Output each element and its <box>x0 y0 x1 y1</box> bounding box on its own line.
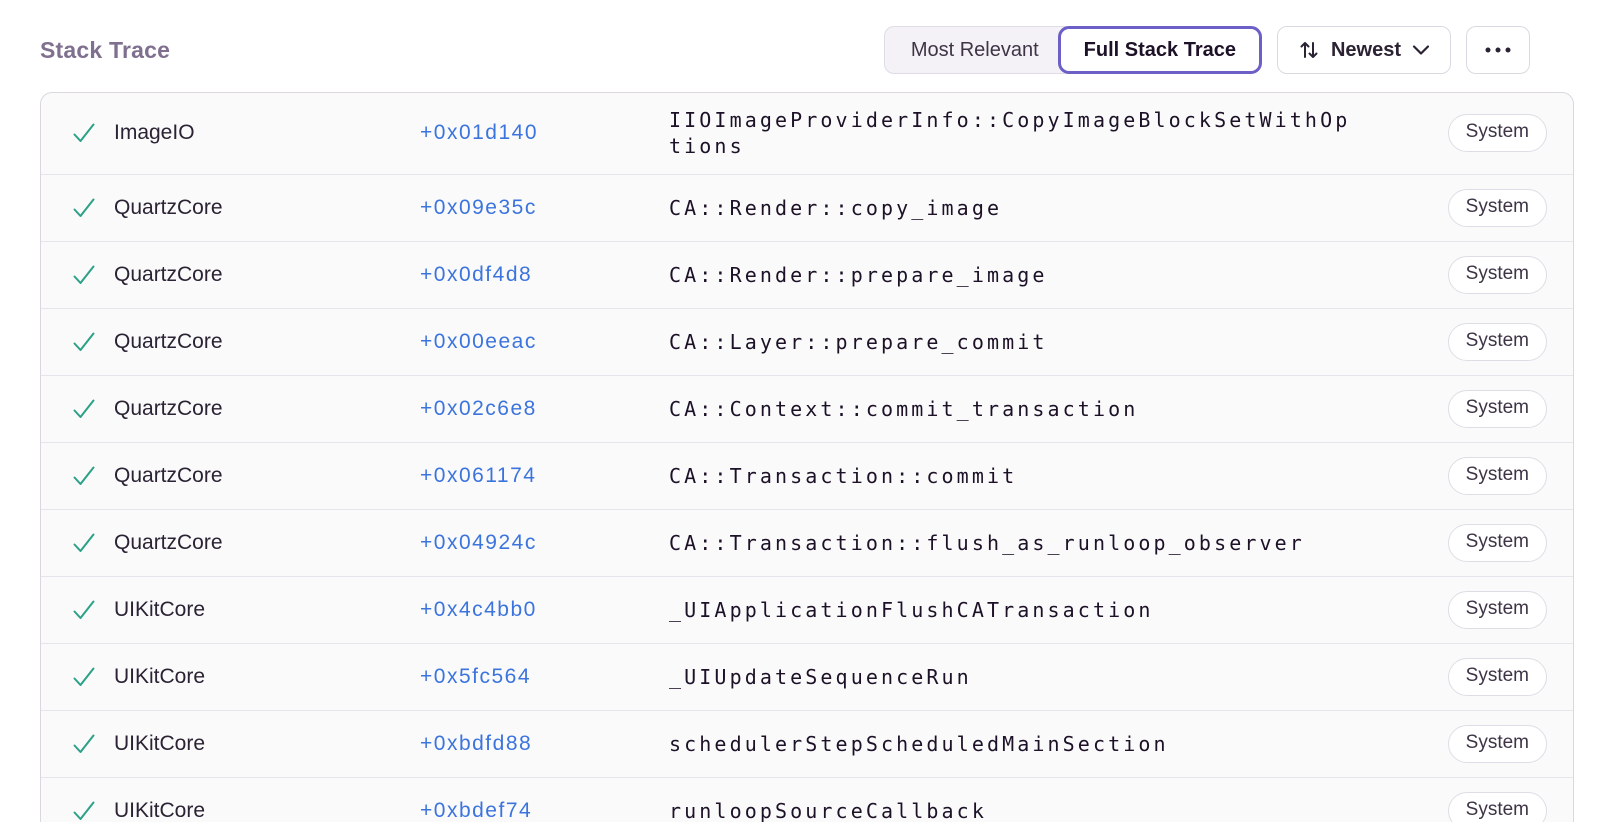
check-icon <box>71 120 97 146</box>
stack-frame-row[interactable]: QuartzCore +0x02c6e8 CA::Context::commit… <box>41 374 1573 442</box>
system-badge: System <box>1447 791 1547 822</box>
sort-newest-button[interactable]: Newest <box>1276 26 1451 74</box>
system-badge: System <box>1447 188 1547 227</box>
frame-address-link[interactable]: +0x01d140 <box>420 121 539 145</box>
frame-module: UIKitCore <box>114 664 206 688</box>
frame-function: CA::Context::commit_transaction <box>669 396 1139 421</box>
sort-arrows-icon <box>1298 39 1320 61</box>
trace-view-toggle: Most Relevant Full Stack Trace <box>883 26 1262 74</box>
check-icon <box>71 329 97 355</box>
frame-function: CA::Layer::prepare_commit <box>669 329 1048 354</box>
header-controls: Most Relevant Full Stack Trace Newest <box>883 26 1530 74</box>
toggle-most-relevant-button[interactable]: Most Relevant <box>883 26 1080 74</box>
toggle-full-stack-trace-button[interactable]: Full Stack Trace <box>1057 26 1262 74</box>
frame-address-link[interactable]: +0x0df4d8 <box>420 262 533 286</box>
system-badge: System <box>1447 389 1547 428</box>
system-badge: System <box>1447 590 1547 629</box>
sort-label: Newest <box>1330 38 1401 61</box>
frame-address-link[interactable]: +0xbdfd88 <box>420 731 533 755</box>
system-badge: System <box>1447 322 1547 361</box>
frame-module: UIKitCore <box>114 597 206 621</box>
check-icon <box>71 463 97 489</box>
stack-frame-row[interactable]: UIKitCore +0xbdfd88 schedulerStepSchedul… <box>41 709 1573 777</box>
frame-module: ImageIO <box>114 121 195 145</box>
page-title: Stack Trace <box>40 36 171 63</box>
check-icon <box>71 195 97 221</box>
frame-address-link[interactable]: +0x061174 <box>420 463 537 487</box>
stack-frame-row[interactable]: UIKitCore +0xbdef74 runloopSourceCallbac… <box>41 776 1573 822</box>
system-badge: System <box>1447 114 1547 153</box>
stack-trace-panel: ImageIO +0x01d140 IIOImageProviderInfo::… <box>40 92 1574 822</box>
check-icon <box>71 798 97 822</box>
frame-function: _UIUpdateSequenceRun <box>669 664 972 689</box>
frame-module: QuartzCore <box>114 530 223 554</box>
system-badge: System <box>1447 724 1547 763</box>
stack-trace-section: Stack Trace Most Relevant Full Stack Tra… <box>0 26 1614 822</box>
frame-address-link[interactable]: +0x4c4bb0 <box>420 597 537 621</box>
frame-address-link[interactable]: +0xbdef74 <box>420 798 533 822</box>
stack-frame-row[interactable]: ImageIO +0x01d140 IIOImageProviderInfo::… <box>41 93 1573 174</box>
frame-module: QuartzCore <box>114 195 223 219</box>
frame-address-link[interactable]: +0x09e35c <box>420 195 537 219</box>
stack-frame-row[interactable]: QuartzCore +0x04924c CA::Transaction::fl… <box>41 508 1573 576</box>
frame-function: _UIApplicationFlushCATransaction <box>669 597 1154 622</box>
check-icon <box>71 396 97 422</box>
frame-module: QuartzCore <box>114 396 223 420</box>
check-icon <box>71 262 97 288</box>
frame-module: UIKitCore <box>114 731 206 755</box>
frame-function: runloopSourceCallback <box>669 798 987 822</box>
frame-function: schedulerStepScheduledMainSection <box>669 731 1169 756</box>
stack-trace-header: Stack Trace Most Relevant Full Stack Tra… <box>40 26 1574 74</box>
frame-function: CA::Render::prepare_image <box>669 262 1048 287</box>
stack-frame-row[interactable]: QuartzCore +0x00eeac CA::Layer::prepare_… <box>41 307 1573 375</box>
stack-frame-row[interactable]: UIKitCore +0x4c4bb0 _UIApplicationFlushC… <box>41 575 1573 643</box>
check-icon <box>71 731 97 757</box>
frame-module: QuartzCore <box>114 262 223 286</box>
frame-function: CA::Transaction::commit <box>669 463 1018 488</box>
frame-function: CA::Transaction::flush_as_runloop_observ… <box>669 530 1305 555</box>
frame-function: CA::Render::copy_image <box>669 195 1003 220</box>
system-badge: System <box>1447 255 1547 294</box>
stack-frame-row[interactable]: QuartzCore +0x061174 CA::Transaction::co… <box>41 441 1573 509</box>
frame-address-link[interactable]: +0x5fc564 <box>420 664 531 688</box>
chevron-down-icon <box>1412 44 1430 56</box>
check-icon <box>71 664 97 690</box>
more-options-button[interactable] <box>1466 26 1530 74</box>
frame-module: UIKitCore <box>114 798 206 822</box>
stack-frame-row[interactable]: QuartzCore +0x09e35c CA::Render::copy_im… <box>41 173 1573 241</box>
stack-frame-row[interactable]: QuartzCore +0x0df4d8 CA::Render::prepare… <box>41 240 1573 308</box>
stack-frame-row[interactable]: UIKitCore +0x5fc564 _UIUpdateSequenceRun… <box>41 642 1573 710</box>
check-icon <box>71 530 97 556</box>
frame-function: IIOImageProviderInfo::CopyImageBlockSetW… <box>669 108 1351 159</box>
system-badge: System <box>1447 523 1547 562</box>
frame-address-link[interactable]: +0x02c6e8 <box>420 396 537 420</box>
frame-module: QuartzCore <box>114 463 223 487</box>
check-icon <box>71 597 97 623</box>
frame-address-link[interactable]: +0x04924c <box>420 530 537 554</box>
system-badge: System <box>1447 456 1547 495</box>
system-badge: System <box>1447 657 1547 696</box>
frame-address-link[interactable]: +0x00eeac <box>420 329 537 353</box>
ellipsis-icon <box>1484 46 1512 54</box>
frame-module: QuartzCore <box>114 329 223 353</box>
